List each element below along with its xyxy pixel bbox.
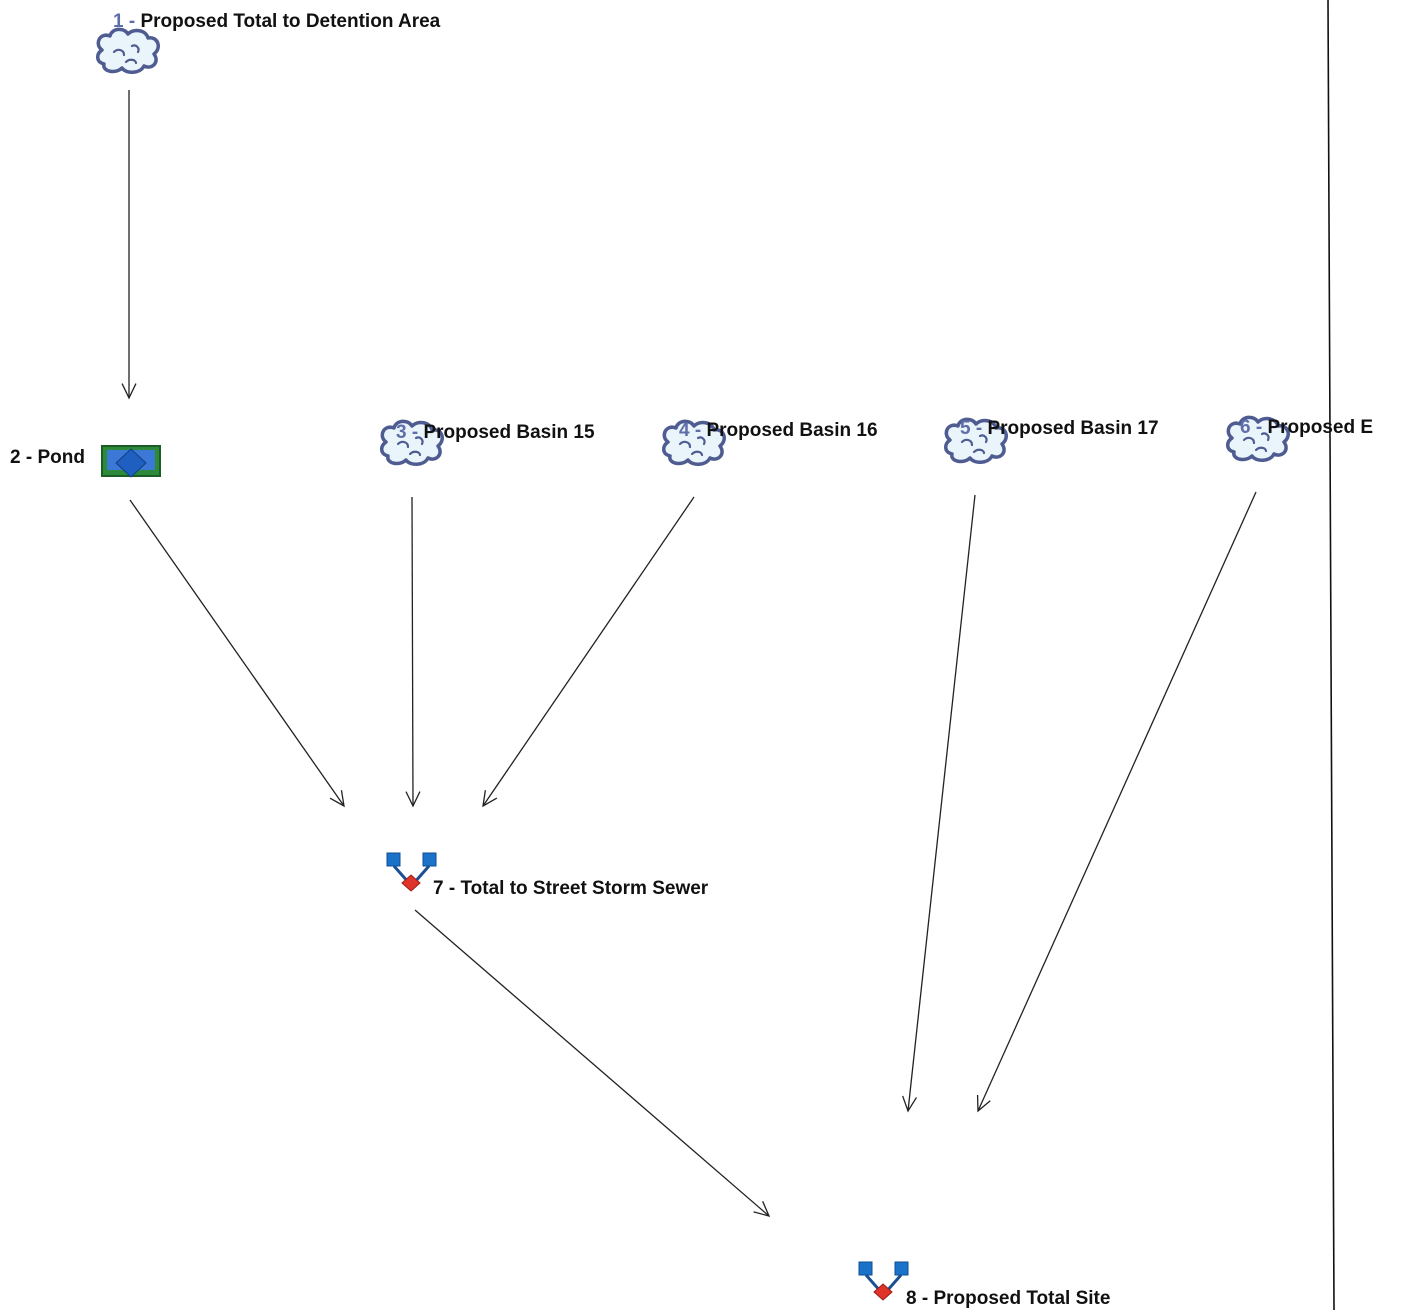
node-4[interactable]: 4 - Proposed Basin 16 [661, 419, 878, 467]
cloud-icon[interactable] [95, 27, 161, 75]
edge-line [414, 909, 770, 1217]
node-name: Total to Street Storm Sewer [460, 878, 708, 899]
node-label: 7 - Total to Street Storm Sewer [433, 878, 709, 899]
node-label: 5 - Proposed Basin 17 [960, 418, 1159, 439]
arrowhead-icon [405, 791, 421, 808]
node-3[interactable]: 3 - Proposed Basin 15 [379, 419, 595, 467]
edge-6-to-8 [976, 491, 1257, 1113]
node-name: Proposed Basin 16 [706, 420, 877, 441]
node-number: 2 - [10, 447, 37, 468]
node-name: Pond [37, 447, 85, 468]
arrowhead-icon [902, 1095, 918, 1113]
node-label: 8 - Proposed Total Site [906, 1288, 1110, 1309]
node-label: 3 - Proposed Basin 15 [396, 422, 595, 443]
node-label: 4 - Proposed Basin 16 [679, 420, 878, 441]
node-number: 8 - [906, 1288, 933, 1309]
node-name: Proposed Basin 15 [423, 422, 594, 443]
node-label: 6 - Proposed E [1240, 417, 1373, 438]
edge-line [411, 496, 414, 807]
node-number: 7 - [433, 878, 460, 899]
node-8[interactable]: 8 - Proposed Total Site [857, 1260, 1110, 1309]
edge-5-to-8 [902, 494, 976, 1113]
node-label: 1 - Proposed Total to Detention Area [113, 11, 441, 32]
node-name: Proposed Total Site [933, 1288, 1110, 1309]
edge-2-to-7 [129, 499, 345, 808]
arrowhead-icon [753, 1201, 771, 1217]
nodes-layer: 1 - Proposed Total to Detention Area 2 - … [10, 11, 1373, 1309]
node-number: 1 - [113, 11, 140, 32]
node-1[interactable]: 1 - Proposed Total to Detention Area [95, 11, 441, 75]
node-name: Proposed Basin 17 [987, 418, 1158, 439]
junction-icon[interactable] [385, 851, 438, 893]
arrowhead-icon [329, 790, 345, 808]
edge-line [907, 494, 976, 1112]
junction-icon[interactable] [857, 1260, 910, 1302]
edge-7-to-8 [414, 909, 771, 1217]
pond-icon[interactable] [101, 445, 161, 478]
page-margin-line [1327, 0, 1335, 1310]
arrowhead-icon [482, 790, 498, 808]
node-2[interactable]: 2 - Pond [10, 445, 161, 478]
edges-layer [121, 90, 1257, 1217]
node-7[interactable]: 7 - Total to Street Storm Sewer [385, 851, 709, 899]
node-name: Proposed Total to Detention Area [140, 11, 440, 32]
node-number: 3 - [396, 422, 423, 443]
arrowhead-icon [976, 1094, 991, 1113]
edge-4-to-7 [482, 496, 695, 808]
arrowhead-icon [121, 383, 137, 400]
edge-line [129, 499, 345, 807]
node-number: 4 - [679, 420, 706, 441]
node-6[interactable]: 6 - Proposed E [1225, 415, 1373, 463]
edge-3-to-7 [405, 496, 421, 808]
node-5[interactable]: 5 - Proposed Basin 17 [943, 417, 1159, 465]
edge-1-to-2 [121, 90, 137, 400]
edge-line [977, 491, 1257, 1112]
node-number: 5 - [960, 418, 987, 439]
node-label: 2 - Pond [10, 447, 85, 468]
node-name: Proposed E [1267, 417, 1373, 438]
node-number: 6 - [1240, 417, 1267, 438]
edge-line [482, 496, 695, 807]
